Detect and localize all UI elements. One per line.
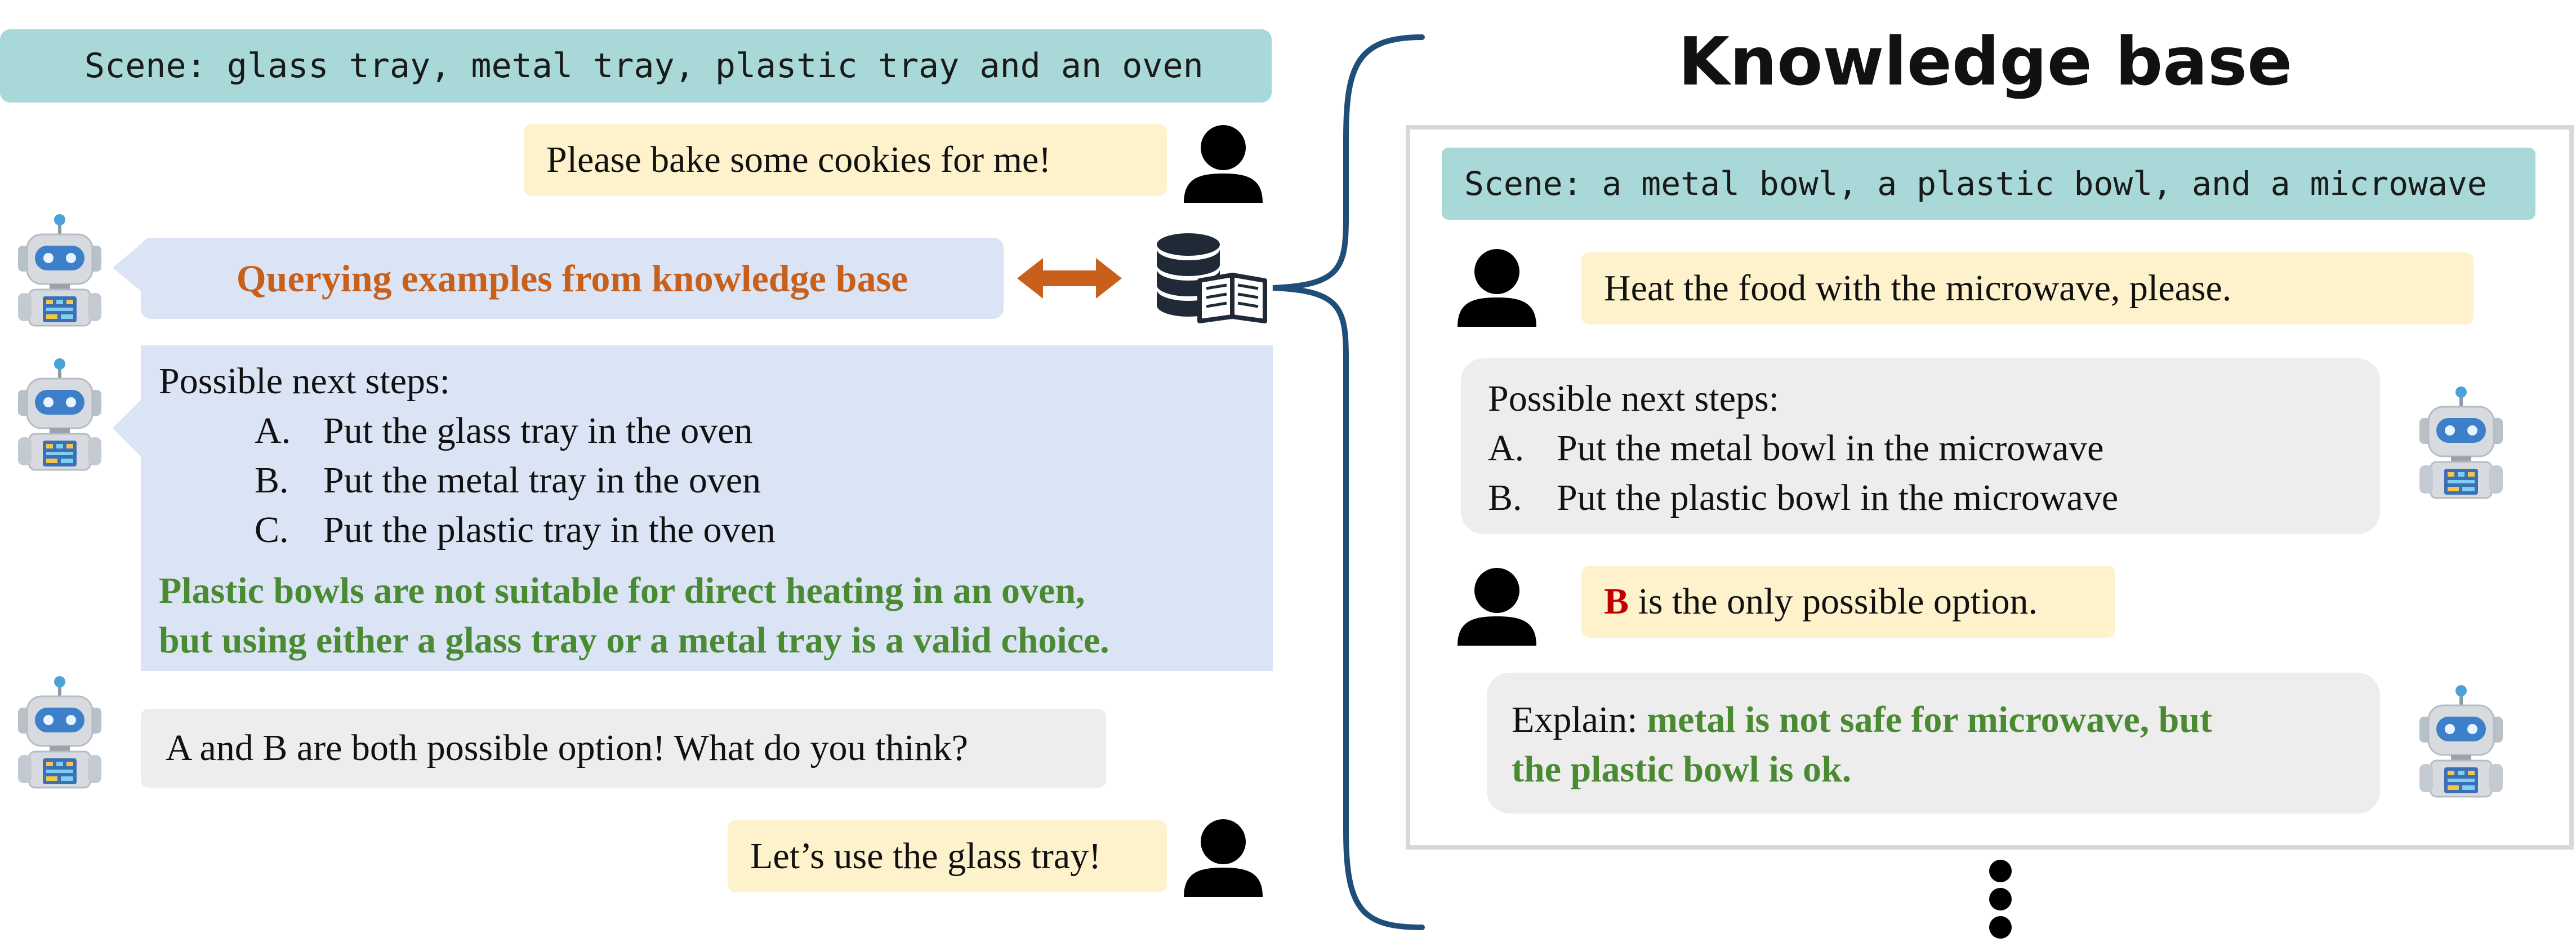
user-icon <box>1184 125 1263 203</box>
steps-panel: Possible next steps: A.Put the glass tra… <box>141 345 1273 671</box>
knowledge-base-title: Knowledge base <box>1678 23 2293 100</box>
reasoning-line-2: but using either a glass tray or a metal… <box>159 620 1109 661</box>
kb-step-item: B.Put the plastic bowl in the microwave <box>1488 477 2119 518</box>
knowledge-base-frame <box>1406 125 2574 850</box>
query-bubble: Querying examples from knowledge base <box>141 238 1004 319</box>
reasoning-line-1: Plastic bowls are not suitable for direc… <box>159 570 1085 611</box>
kb-scene-banner: Scene: a metal bowl, a plastic bowl, and… <box>1442 148 2535 220</box>
kb-steps-bubble: Possible next steps: A.Put the metal bow… <box>1461 358 2380 534</box>
kb-step-item: A.Put the metal bowl in the microwave <box>1488 428 2104 469</box>
robot-icon <box>15 358 105 471</box>
step-item: C.Put the plastic tray in the oven <box>255 509 776 550</box>
user-icon <box>1184 819 1263 897</box>
step-item: A.Put the glass tray in the oven <box>255 410 753 451</box>
kb-user-answer: B is the only possible option. <box>1581 566 2115 638</box>
curly-brace <box>1272 34 1425 930</box>
left-user-message-1: Please bake some cookies for me! <box>524 124 1167 196</box>
kb-explain-bubble: Explain: metal is not safe for microwave… <box>1487 673 2380 814</box>
left-scene-banner: Scene: glass tray, metal tray, plastic t… <box>0 29 1272 103</box>
explain-label: Explain: <box>1512 699 1647 740</box>
left-user-message-2: Let’s use the glass tray! <box>728 820 1167 892</box>
left-scene-text: Scene: glass tray, metal tray, plastic t… <box>84 46 1204 86</box>
robot-icon <box>2416 386 2506 499</box>
database-book-icon <box>1157 233 1267 323</box>
speech-tail <box>113 239 146 296</box>
step-item: B.Put the metal tray in the oven <box>255 460 761 501</box>
speech-tail <box>113 394 146 462</box>
robot-icon <box>15 214 105 327</box>
answer-letter: B <box>1604 581 1629 622</box>
query-text: Querying examples from knowledge base <box>236 256 908 300</box>
steps-heading: Possible next steps: <box>159 361 451 402</box>
kb-user-message-1: Heat the food with the microwave, please… <box>1581 252 2474 325</box>
user-icon <box>1458 568 1536 646</box>
robot-question-bubble: A and B are both possible option! What d… <box>141 709 1106 788</box>
user-icon <box>1458 249 1536 327</box>
double-arrow-icon <box>1017 258 1122 299</box>
robot-icon <box>2416 685 2506 798</box>
robot-icon <box>15 676 105 789</box>
vertical-ellipsis-icon <box>1989 860 2012 939</box>
